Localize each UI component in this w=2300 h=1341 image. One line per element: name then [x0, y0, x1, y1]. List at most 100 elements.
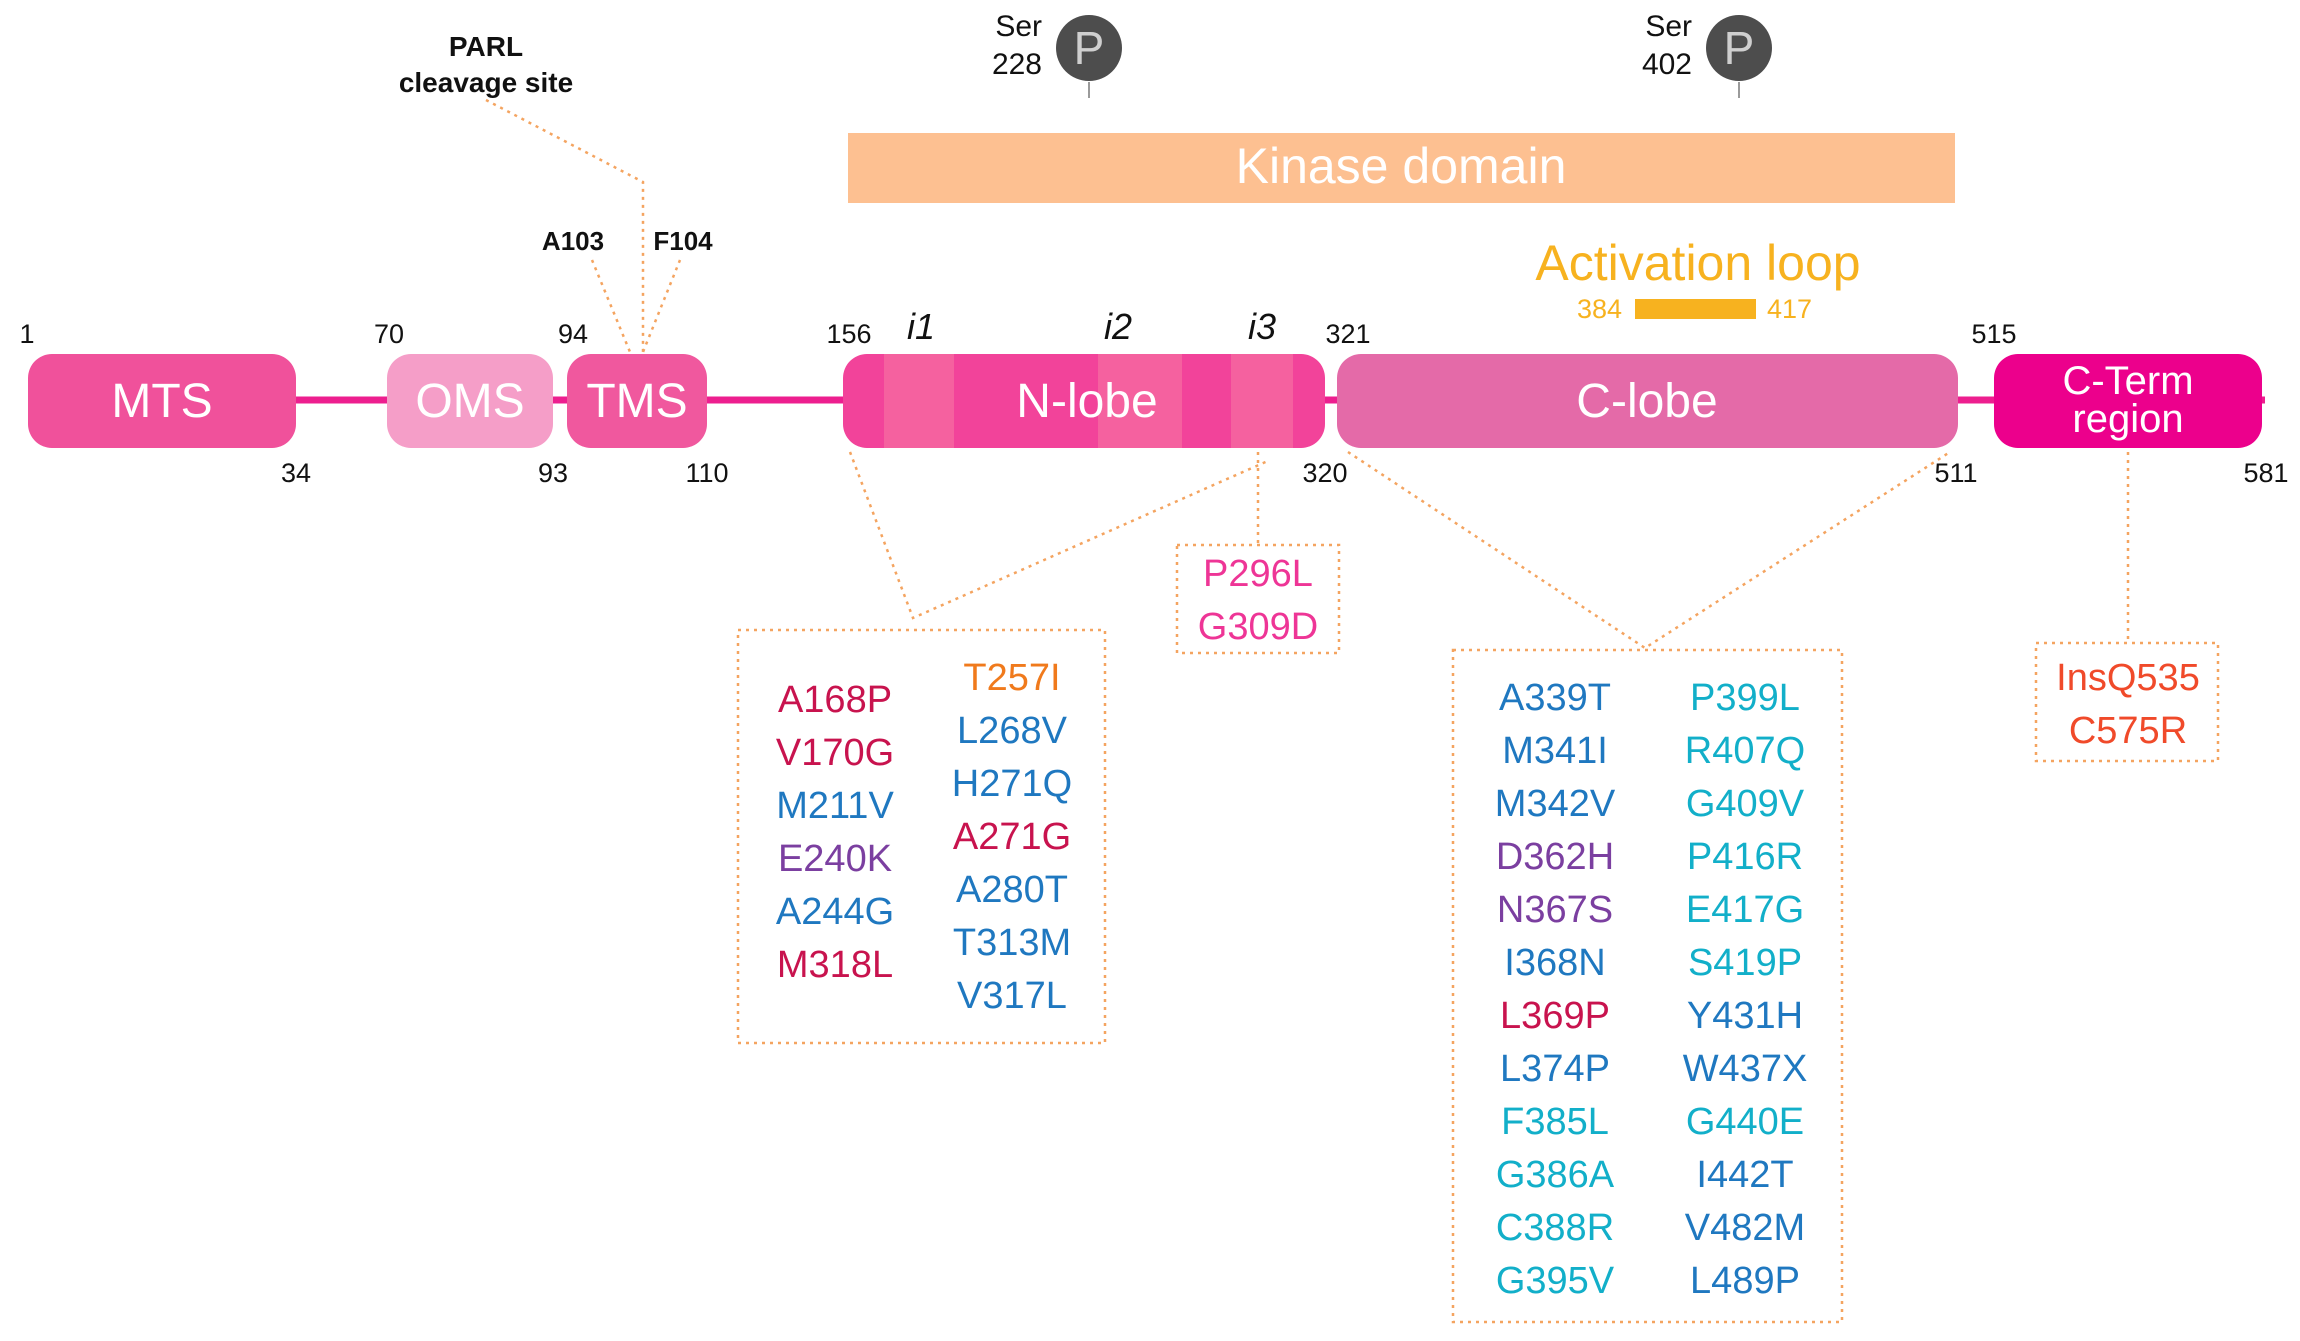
mutation-label: P416R	[1687, 836, 1803, 878]
parl-a103: A103	[542, 226, 604, 256]
mutation-label: A271G	[953, 816, 1071, 858]
i3-mutations-box	[1175, 543, 1341, 655]
nlobe-mutations-col1: A168P V170G M211V E240K A244G M318L	[776, 679, 895, 986]
mutation-label: L374P	[1500, 1048, 1610, 1090]
pos-515: 515	[1971, 319, 2016, 349]
mutation-label: I368N	[1504, 942, 1605, 984]
mutation-label: M318L	[777, 944, 893, 986]
mutation-label: D362H	[1496, 836, 1614, 878]
activation-loop-bar	[1635, 299, 1756, 319]
pos-70: 70	[374, 319, 404, 349]
pos-321: 321	[1325, 319, 1370, 349]
pos-320: 320	[1302, 458, 1347, 488]
pos-34: 34	[281, 458, 311, 488]
tms-domain: TMS	[567, 354, 707, 448]
mutation-label: W437X	[1683, 1048, 1808, 1090]
mutation-label: A280T	[956, 869, 1068, 911]
phospho-residue: Ser	[1645, 10, 1692, 43]
nlobe-mutations-box	[736, 628, 1107, 1045]
insert-i2-label: i2	[1104, 306, 1132, 347]
parl-label-line1: PARL	[449, 31, 523, 62]
activation-loop-end: 417	[1767, 294, 1812, 324]
mutation-label: G386A	[1496, 1154, 1615, 1196]
phospho-number: 228	[992, 48, 1042, 81]
activation-loop-start: 384	[1577, 294, 1622, 324]
mutation-label: M341I	[1502, 730, 1608, 772]
phospho-symbol: P	[1724, 22, 1755, 74]
pos-94: 94	[558, 319, 588, 349]
insert-i2-region	[1098, 354, 1182, 448]
mts-domain: MTS	[28, 354, 296, 448]
parl-label-line2: cleavage site	[399, 67, 573, 98]
mutation-label: C575R	[2069, 710, 2187, 752]
insert-i3-region	[1231, 354, 1293, 448]
insert-i3-label: i3	[1248, 306, 1276, 347]
mutation-label: T257I	[963, 657, 1060, 699]
mutation-label: L489P	[1690, 1260, 1800, 1302]
nlobe-mutations-col2: T257I L268V H271Q A271G A280T T313M V317L	[952, 657, 1072, 1017]
mutation-label: L268V	[957, 710, 1068, 752]
activation-loop-label: Activation loop	[1535, 235, 1860, 291]
mutation-label: H271Q	[952, 763, 1072, 805]
mutation-label: T313M	[953, 922, 1071, 964]
phospho-p-icon	[1056, 15, 1122, 81]
mutation-label: M211V	[776, 785, 894, 827]
pos-156: 156	[826, 319, 871, 349]
insert-i1-label: i1	[907, 306, 935, 347]
mutation-label: V482M	[1685, 1207, 1805, 1249]
nlobe-domain: N-lobe	[843, 354, 1325, 448]
cterm-label-line1: C-Term	[2062, 359, 2193, 403]
parl-f104: F104	[653, 226, 713, 256]
kinase-domain-bar	[848, 133, 1955, 203]
phospho-residue: Ser	[995, 10, 1042, 43]
mutation-label: G409V	[1686, 783, 1805, 825]
mutation-label: A339T	[1499, 677, 1611, 719]
mutation-label: A168P	[778, 679, 892, 721]
cterm-label-line2: region	[2072, 397, 2183, 441]
clobe-label: C-lobe	[1576, 375, 1717, 428]
mutation-label: P296L	[1203, 553, 1313, 595]
mutation-label: V317L	[957, 975, 1067, 1017]
nlobe-mutations-connector	[848, 451, 1271, 620]
kinase-domain-label: Kinase domain	[1236, 138, 1567, 194]
clobe-mutations-connector	[1347, 450, 1951, 650]
mutation-label: M342V	[1495, 783, 1616, 825]
pos-1: 1	[19, 319, 34, 349]
tms-label: TMS	[586, 375, 687, 428]
parl-a103-connector	[590, 259, 632, 353]
mutation-label: S419P	[1688, 942, 1802, 984]
parl-connector	[485, 98, 645, 352]
parl-f104-connector	[641, 259, 682, 353]
mutation-label: N367S	[1497, 889, 1613, 931]
cterm-domain: C-Term region	[1994, 354, 2262, 448]
phospho-symbol: P	[1074, 22, 1105, 74]
pos-93: 93	[538, 458, 568, 488]
mutation-label: G395V	[1496, 1260, 1615, 1302]
mutation-label: E417G	[1686, 889, 1804, 931]
mutation-label: L369P	[1500, 995, 1610, 1037]
clobe-mutations-col1: A339T M341I M342V D362H N367S I368N L369P L374P…	[1495, 677, 1616, 1302]
clobe-mutations-box	[1451, 648, 1844, 1324]
phospho-site-ser228: P Ser 228	[992, 10, 1122, 98]
insert-i1-region	[884, 354, 954, 448]
mutation-label: InsQ535	[2056, 657, 2200, 699]
pos-110: 110	[685, 458, 728, 488]
mutation-label: E240K	[778, 838, 892, 880]
nlobe-label: N-lobe	[1016, 375, 1157, 428]
phospho-site-ser402: P Ser 402	[1642, 10, 1772, 98]
mts-label: MTS	[111, 375, 212, 428]
phospho-number: 402	[1642, 48, 1692, 81]
mutation-label: I442T	[1696, 1154, 1793, 1196]
clobe-mutations-col2: P399LR407QG409VP416RE417GS419PY431HW437X…	[1683, 677, 1808, 1302]
pos-511: 511	[1934, 458, 1977, 488]
cterm-mutations-box	[2034, 641, 2220, 763]
pos-581: 581	[2243, 458, 2288, 488]
oms-label: OMS	[415, 375, 524, 428]
mutation-label: A244G	[776, 891, 894, 933]
mutation-label: Y431H	[1687, 995, 1803, 1037]
mutation-label: V170G	[776, 732, 894, 774]
clobe-domain: C-lobe	[1337, 354, 1958, 448]
